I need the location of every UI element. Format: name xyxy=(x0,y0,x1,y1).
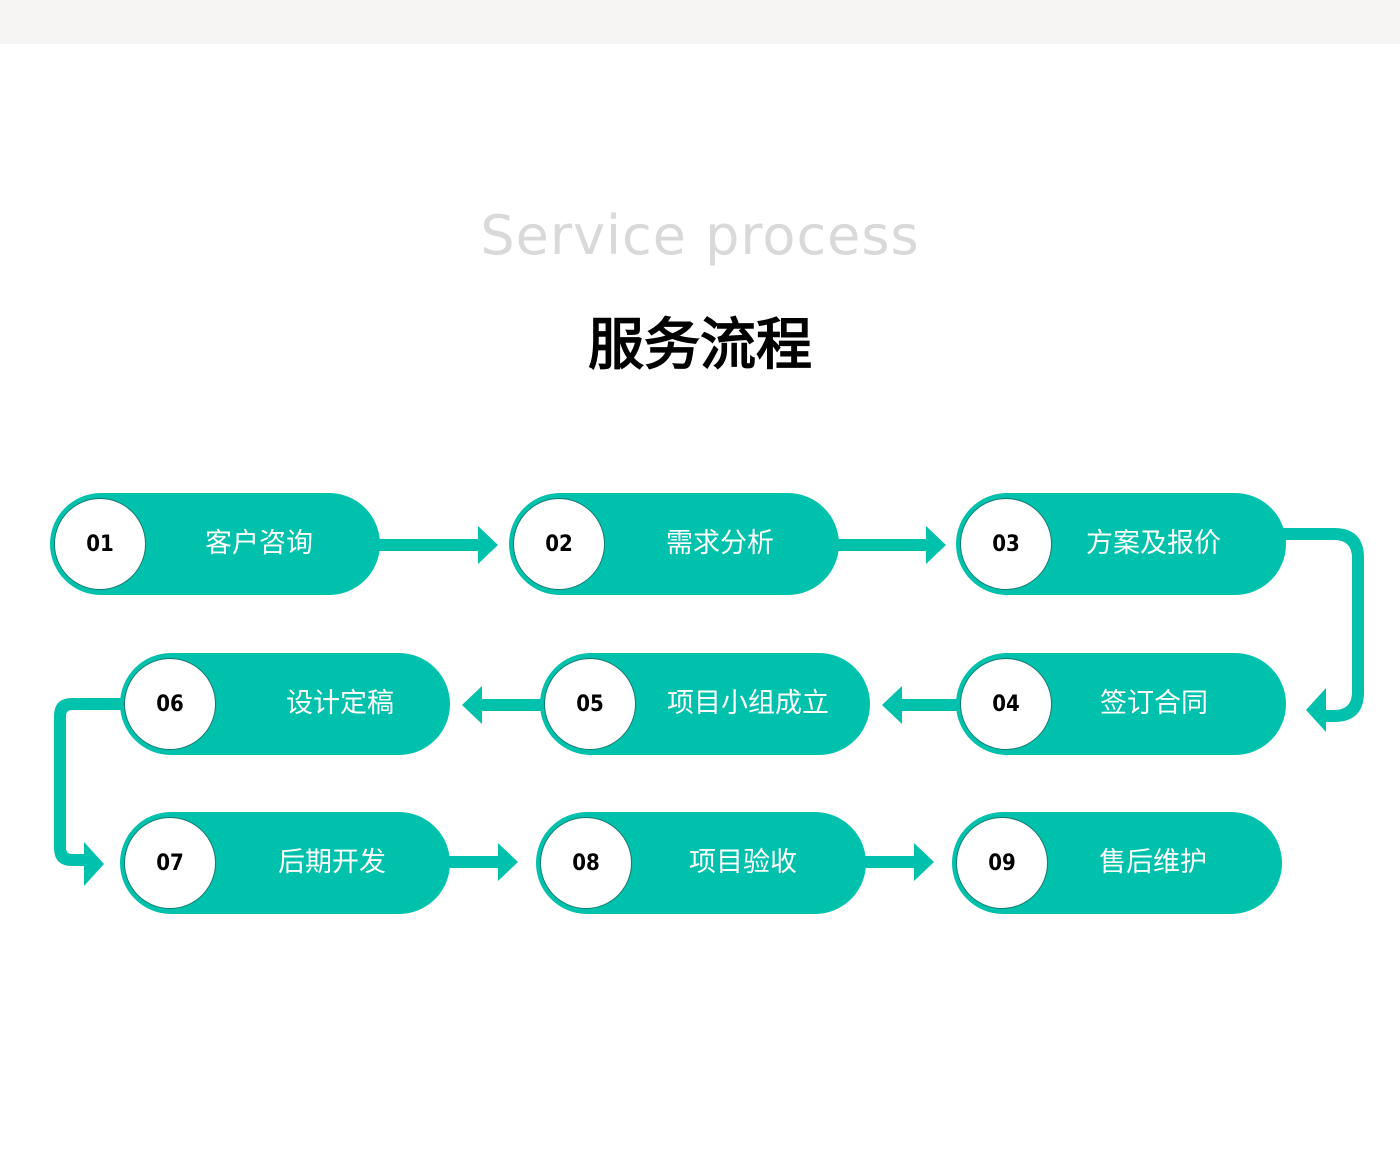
arrow-right-icon xyxy=(440,843,518,881)
step-label: 后期开发 xyxy=(278,847,386,878)
arrow-left-icon xyxy=(882,686,970,724)
step-card: 08 项目验收 xyxy=(536,812,866,914)
step-card: 04 签订合同 xyxy=(956,653,1286,755)
step-label: 需求分析 xyxy=(666,528,774,559)
step-number-badge: 07 xyxy=(124,817,216,909)
step-label: 项目验收 xyxy=(689,847,797,878)
step-label: 项目小组成立 xyxy=(667,688,829,719)
step-card: 01 客户咨询 xyxy=(50,493,380,595)
arrow-right-icon xyxy=(828,526,946,564)
step-card: 06 设计定稿 xyxy=(120,653,450,755)
step-card: 03 方案及报价 xyxy=(956,493,1286,595)
step-number-badge: 04 xyxy=(960,658,1052,750)
step-number-badge: 03 xyxy=(960,498,1052,590)
arrow-right-icon xyxy=(370,526,498,564)
step-label: 客户咨询 xyxy=(205,528,313,559)
step-number-badge: 05 xyxy=(544,658,636,750)
step-label: 方案及报价 xyxy=(1086,528,1221,559)
step-number-badge: 01 xyxy=(54,498,146,590)
step-label: 设计定稿 xyxy=(286,688,394,719)
step-label: 售后维护 xyxy=(1099,847,1207,878)
top-bar xyxy=(0,0,1400,44)
step-label: 签订合同 xyxy=(1100,688,1208,719)
step-card: 09 售后维护 xyxy=(952,812,1282,914)
arrow-down-curve-icon xyxy=(1280,528,1364,732)
step-number-badge: 02 xyxy=(513,498,605,590)
step-card: 05 项目小组成立 xyxy=(540,653,870,755)
step-card: 07 后期开发 xyxy=(120,812,450,914)
step-number-badge: 09 xyxy=(956,817,1048,909)
section-subtitle: Service process xyxy=(480,204,920,267)
step-number-badge: 08 xyxy=(540,817,632,909)
arrow-right-icon xyxy=(856,843,934,881)
arrow-down-curve-icon xyxy=(54,698,126,886)
section-title: 服务流程 xyxy=(588,313,812,378)
step-card: 02 需求分析 xyxy=(509,493,839,595)
step-number-badge: 06 xyxy=(124,658,216,750)
